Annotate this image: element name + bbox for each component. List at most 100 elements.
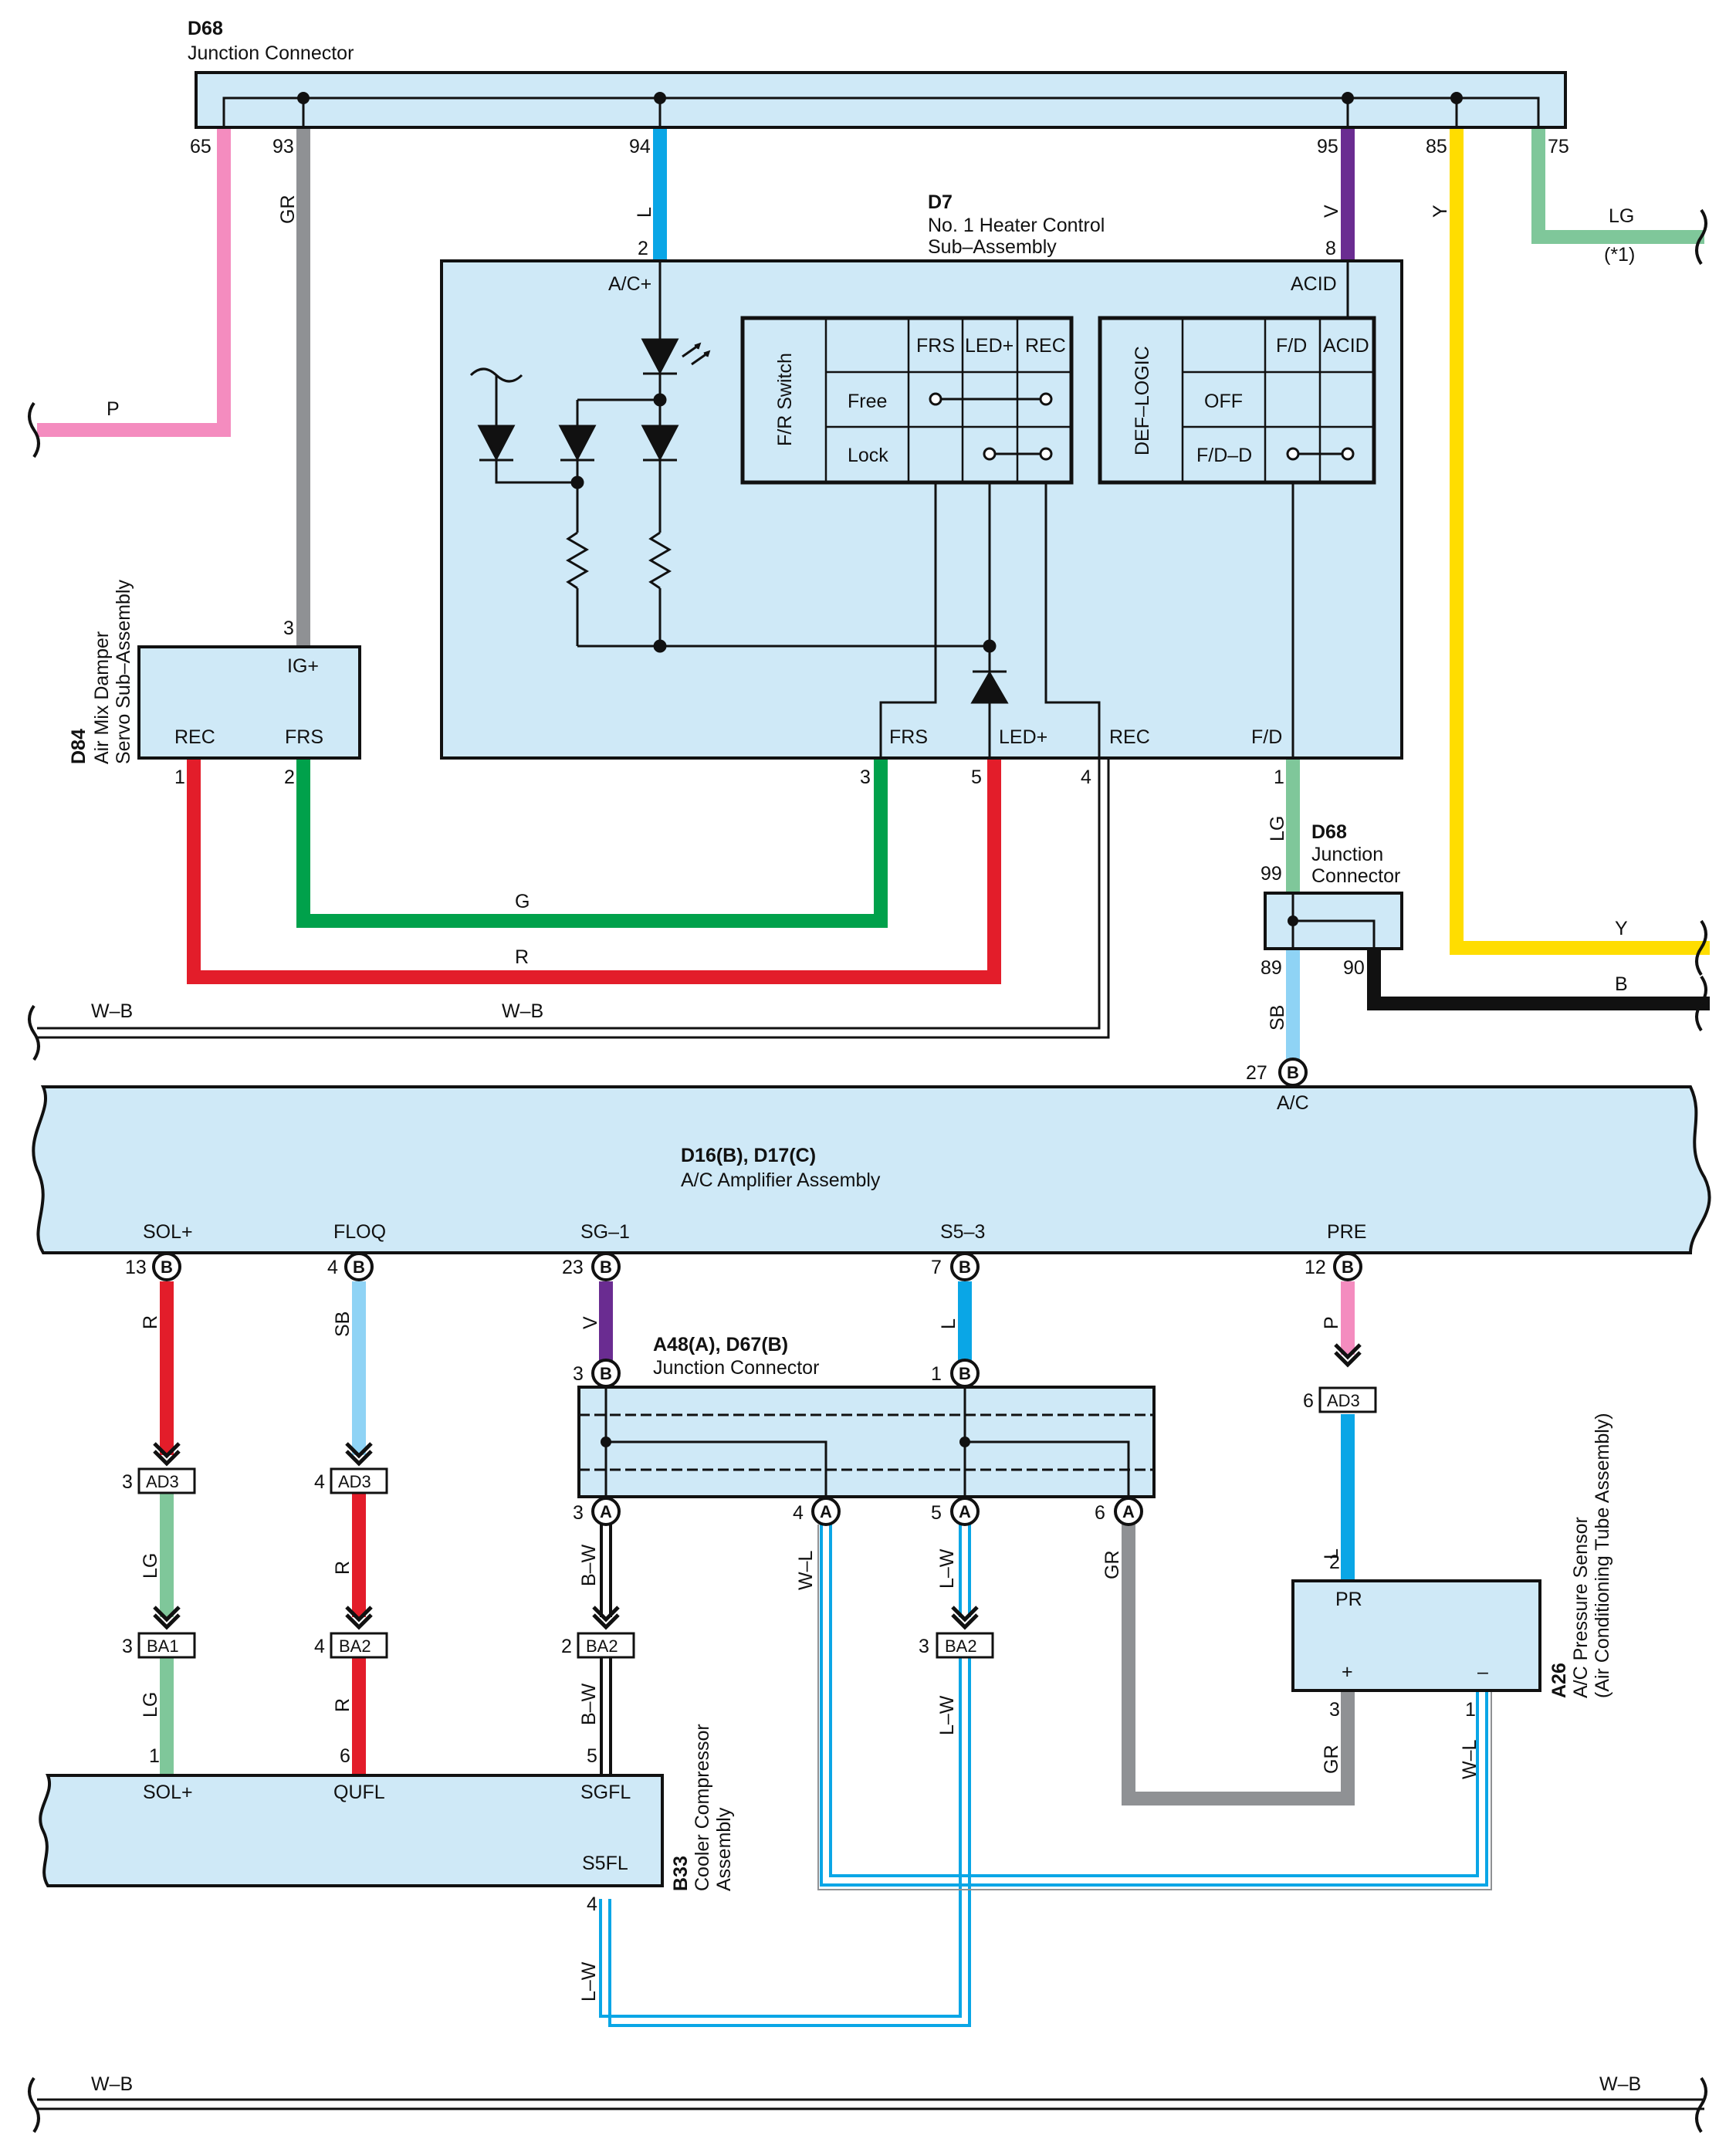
d68-top-connector: D68 Junction Connector (188, 18, 1567, 129)
d84-air-mix-damper: IG+ REC FRS 3 1 2 D84 Air Mix Damper Ser… (68, 579, 361, 788)
wire-wl-a (820, 1525, 1488, 1887)
wire-break-symbols (28, 208, 1707, 2134)
marker-amp-7: B (950, 1252, 980, 1281)
label-y: Y (1430, 205, 1451, 218)
amp-term-pre: PRE (1327, 1221, 1366, 1243)
marker-amp-4: B (344, 1252, 374, 1281)
d7-name-2: Sub–Assembly (928, 236, 1057, 258)
svg-text:BA1: BA1 (147, 1636, 179, 1656)
label-r-13: R (140, 1315, 161, 1329)
d7-term-led: LED+ (999, 726, 1047, 748)
d84-code: D84 (68, 729, 90, 764)
a26-code: A26 (1548, 1663, 1570, 1698)
marker-a48-a4: A (811, 1497, 841, 1526)
svg-text:AD3: AD3 (338, 1472, 371, 1491)
inline-connectors: AD3 3 AD3 4 AD3 6 BA1 3 BA2 4 BA2 2 (122, 1343, 1377, 1659)
def-logic-table: DEF–LOGIC F/D ACID OFF F/D–D (1098, 316, 1376, 485)
a48-pin-b3: 3 (573, 1363, 584, 1385)
d84-pin-3: 3 (283, 618, 294, 639)
label-b-right: B (1615, 973, 1628, 995)
fr-switch-table: F/R Switch FRS LED+ REC Free Lock (740, 316, 1074, 485)
svg-text:B: B (959, 1257, 971, 1277)
a48-pin-a3: 3 (573, 1502, 584, 1524)
label-r-qufl-2: R (332, 1698, 354, 1712)
a48-pin-a4: 4 (793, 1502, 804, 1524)
pin-93: 93 (272, 136, 294, 157)
wire-lg-d68-75 (1531, 127, 1704, 244)
d7-term-acid: ACID (1291, 273, 1337, 295)
d7-term-fd: F/D (1251, 726, 1282, 748)
ad3-floq-pin: 4 (314, 1471, 325, 1493)
label-gr-a26: GR (1321, 1745, 1342, 1775)
d7-term-frs: FRS (889, 726, 928, 748)
label-wb-mid: W–B (502, 1000, 543, 1022)
label-y-right: Y (1615, 918, 1628, 939)
label-lw-2: L–W (936, 1695, 958, 1735)
ba2-qufl: BA2 4 (314, 1632, 388, 1659)
a48-pin-b1: 1 (931, 1363, 942, 1385)
wire-wl-b (829, 1525, 1479, 1877)
d68-pin-99: 99 (1261, 863, 1282, 885)
svg-text:BA2: BA2 (339, 1636, 371, 1656)
a26-term-minus: – (1477, 1661, 1488, 1683)
ad3-pre: AD3 6 (1303, 1386, 1377, 1413)
amp-pin-7: 7 (931, 1257, 942, 1278)
d68-pin-89: 89 (1261, 957, 1282, 979)
ad3-sol: AD3 3 (122, 1467, 196, 1494)
svg-text:B: B (161, 1257, 173, 1277)
wires (37, 127, 1710, 2110)
pin-65: 65 (190, 136, 212, 157)
label-l-7: L (938, 1318, 959, 1329)
b33-term-qufl: QUFL (333, 1782, 385, 1803)
d68-mid-name-1: Junction (1311, 844, 1383, 865)
d68-mid-name-2: Connector (1311, 865, 1400, 887)
label-wb-left: W–B (91, 1000, 133, 1022)
def-title: DEF–LOGIC (1132, 346, 1153, 455)
pin-85: 85 (1426, 136, 1447, 157)
d68-top-name: Junction Connector (188, 42, 354, 64)
d84-term-ig: IG+ (287, 655, 319, 677)
label-v-23: V (580, 1316, 601, 1329)
def-header-acid: ACID (1323, 335, 1369, 357)
label-bw-2: B–W (578, 1683, 600, 1725)
wire-y-d68-85 (1450, 127, 1710, 955)
pin-75: 75 (1548, 136, 1569, 157)
def-row-off: OFF (1204, 391, 1243, 412)
d84-name-1: Air Mix Damper (91, 631, 113, 764)
d7-name-1: No. 1 Heater Control (928, 215, 1105, 236)
wire-gr-a6 (1122, 1525, 1355, 1805)
amp-pin-23: 23 (562, 1257, 584, 1278)
b33-term-sol: SOL+ (143, 1782, 193, 1803)
d68-mid-code: D68 (1311, 821, 1347, 843)
wire-wb-top-outer (37, 758, 1110, 1039)
svg-text:AD3: AD3 (1327, 1391, 1360, 1410)
a26-pin-2: 2 (1329, 1552, 1340, 1573)
a48-pin-a5: 5 (931, 1502, 942, 1524)
fr-row-free: Free (848, 391, 887, 412)
d68-top-code: D68 (188, 18, 223, 39)
fr-header-frs: FRS (916, 335, 955, 357)
wire-r (187, 758, 1001, 984)
amp-pin-4: 4 (327, 1257, 338, 1278)
marker-amp-12: B (1333, 1252, 1362, 1281)
label-gr-a6: GR (1101, 1551, 1123, 1580)
svg-text:BA2: BA2 (945, 1636, 977, 1656)
ad3-pre-pin: 6 (1303, 1390, 1314, 1412)
a48-pin-markers: B B A A A A 3 1 3 4 5 6 (573, 1359, 1143, 1526)
d68-top-pins: 65 93 94 95 85 75 (190, 136, 1569, 157)
label-g: G (515, 891, 530, 912)
def-header-fd: F/D (1276, 335, 1307, 357)
amp-term-floq: FLOQ (333, 1221, 386, 1243)
pin-95: 95 (1317, 136, 1338, 157)
d7-code: D7 (928, 191, 953, 213)
amp-pin-13: 13 (125, 1257, 147, 1278)
amp-term-ac: A/C (1277, 1092, 1309, 1114)
d84-pin-1: 1 (174, 767, 185, 788)
a26-pressure-sensor: PR + – 2 3 1 A26 A/C Pressure Sensor (Ai… (1291, 1413, 1613, 1721)
b33-name-1: Cooler Compressor (692, 1724, 713, 1891)
b33-name-2: Assembly (713, 1807, 735, 1891)
marker-a48-b3: B (591, 1359, 621, 1388)
d7-pin-2: 2 (638, 238, 648, 259)
ba2-s5-pin: 3 (919, 1636, 929, 1657)
marker-amp-27: B (1278, 1058, 1308, 1087)
